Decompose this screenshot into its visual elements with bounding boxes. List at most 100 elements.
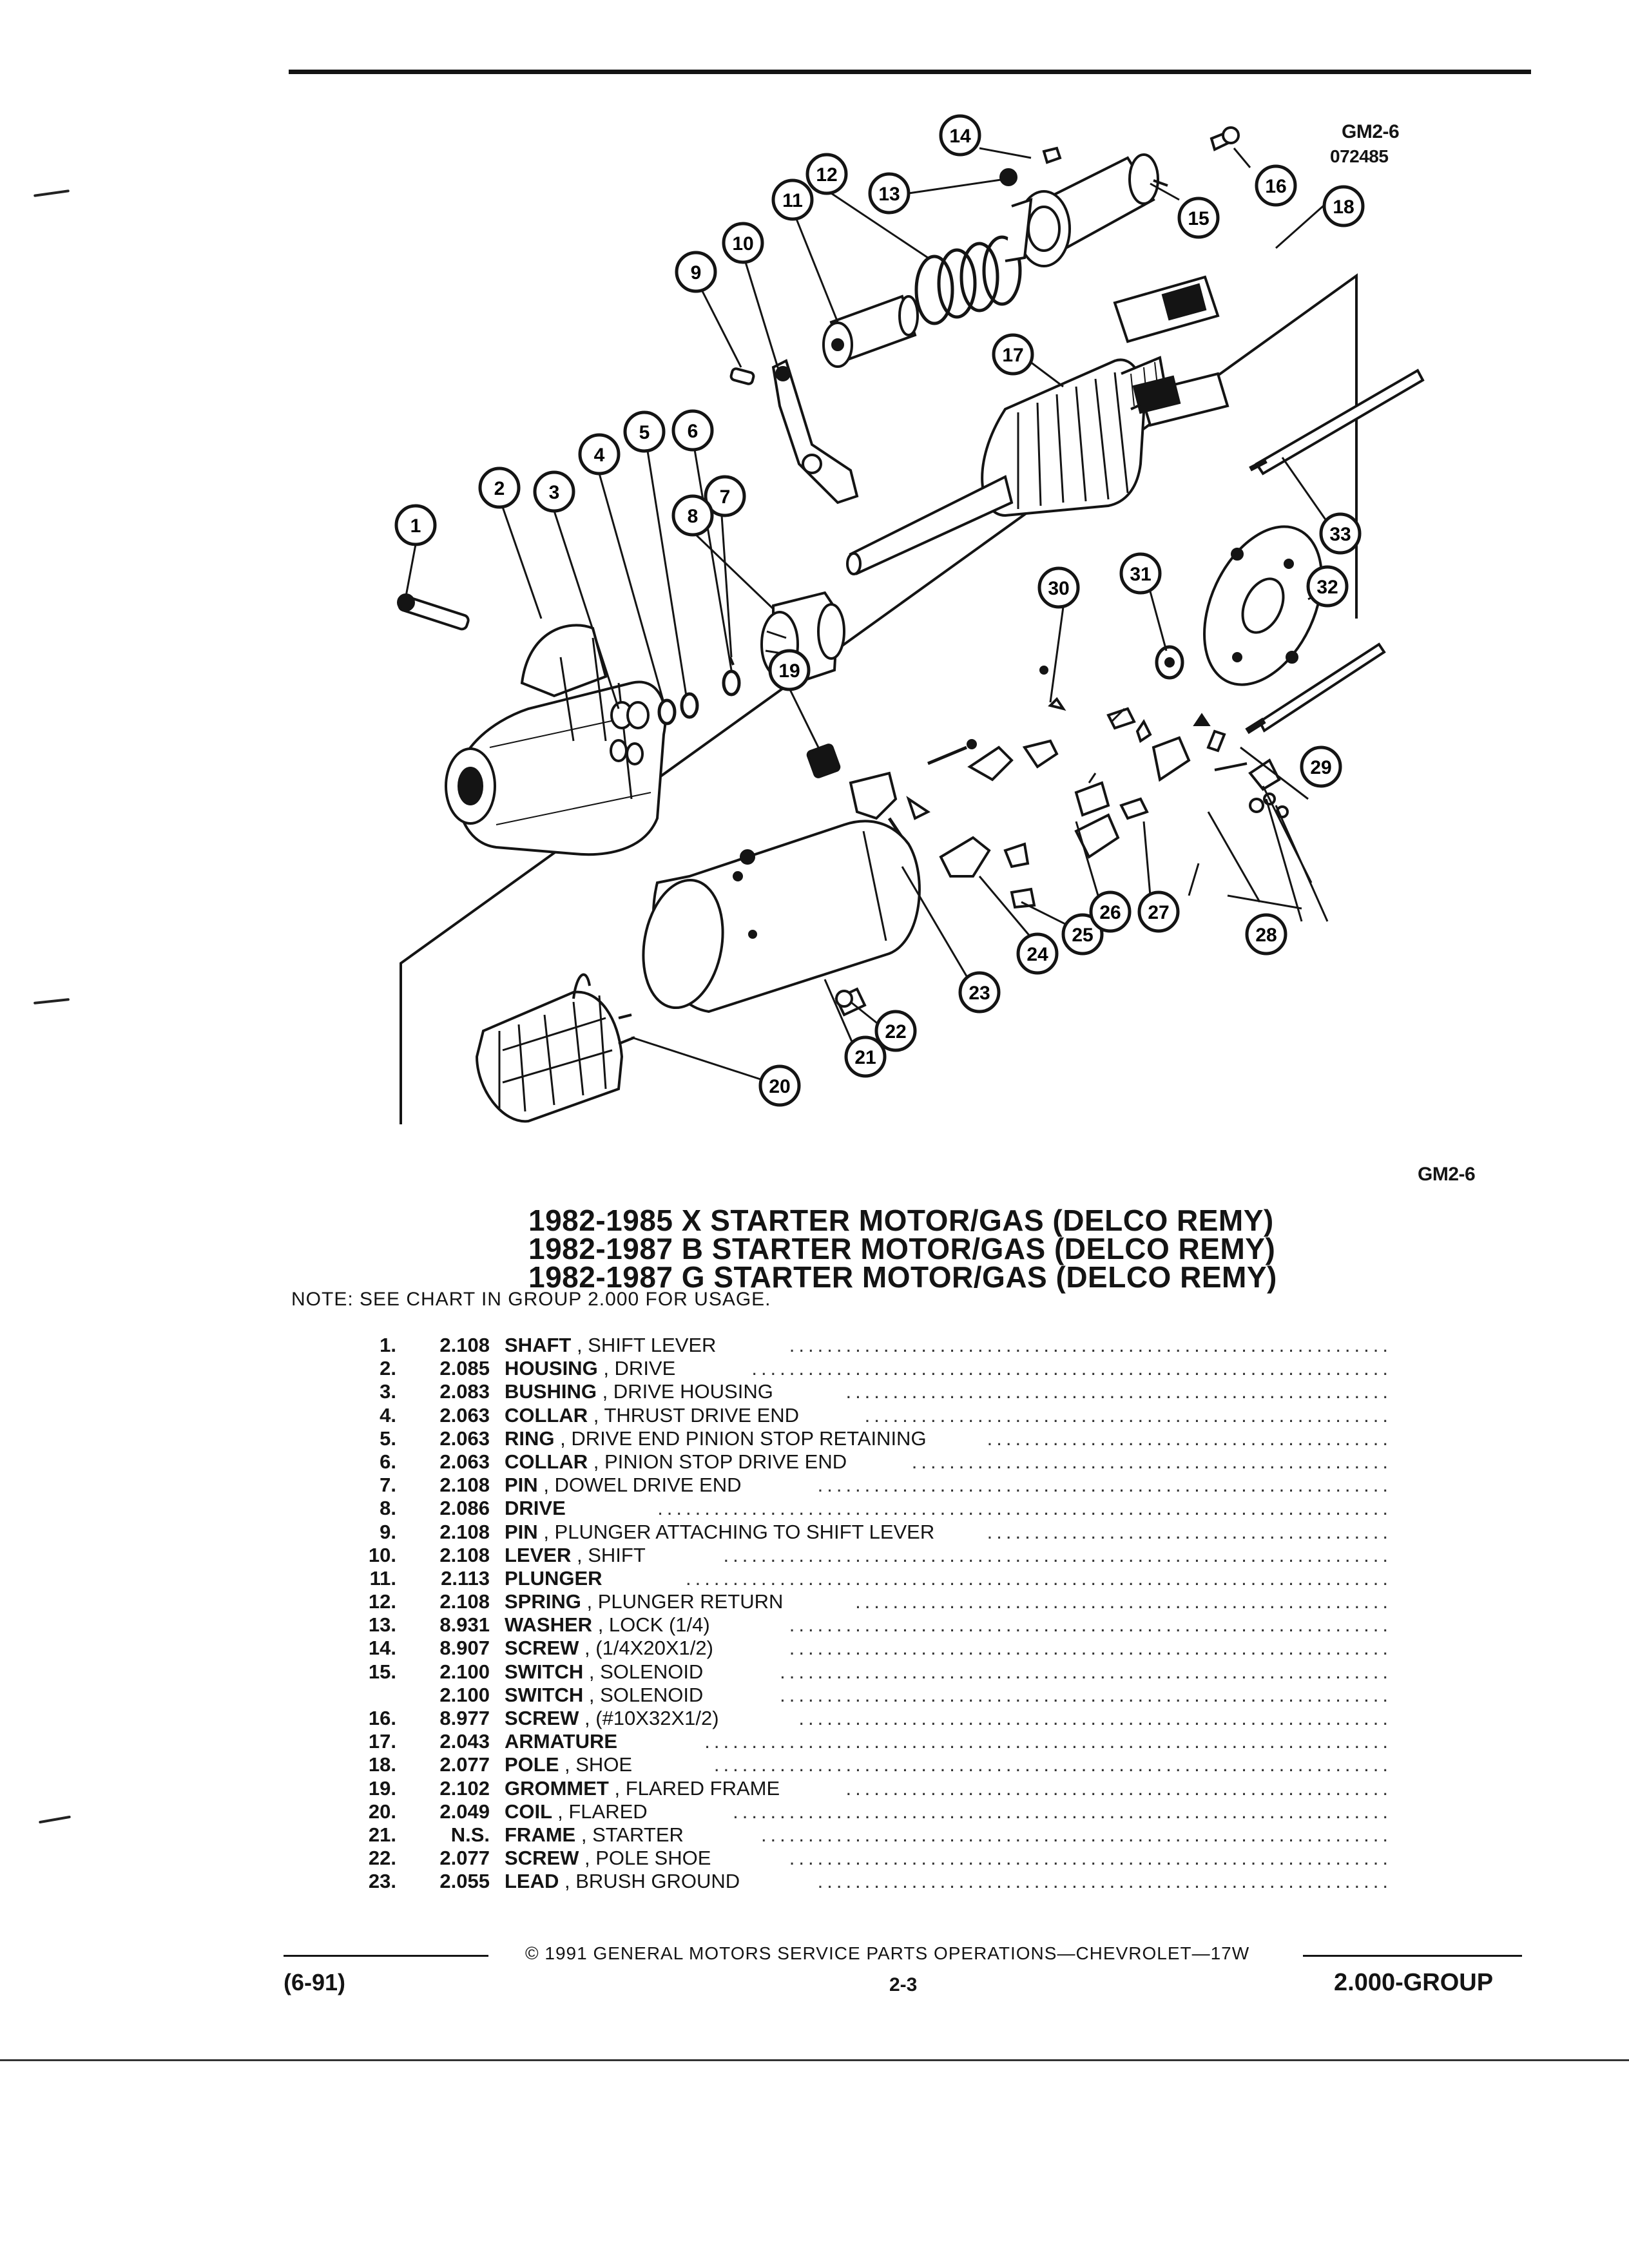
svg-text:25: 25 — [1072, 925, 1093, 946]
list-item: 2.100 SWITCH , SOLENOID..................… — [322, 1684, 1392, 1707]
part-name: SCREW , (1/4X20X1/2) — [505, 1637, 713, 1660]
svg-text:20: 20 — [769, 1076, 790, 1097]
part-number: 2. — [380, 1357, 396, 1380]
callout-31: 31 — [1119, 552, 1162, 595]
group-number: 2.083 — [439, 1380, 490, 1403]
armature-part — [846, 356, 1168, 575]
callout-3: 3 — [533, 470, 575, 513]
part-number: 22. — [368, 1847, 396, 1870]
part-name: POLE , SHOE — [505, 1753, 633, 1776]
part-name: SHAFT , SHIFT LEVER — [505, 1334, 717, 1356]
callout-8: 8 — [671, 494, 714, 537]
svg-text:33: 33 — [1329, 524, 1351, 545]
leader-dots: ........................................… — [789, 1334, 1392, 1356]
part-description: , BRUSH GROUND — [564, 1870, 740, 1893]
footer-rule-left — [284, 1955, 488, 1957]
group-number: 2.108 — [439, 1474, 490, 1497]
part-name: SWITCH , SOLENOID — [505, 1683, 704, 1706]
callout-30: 30 — [1037, 566, 1080, 609]
part-description: , DOWEL DRIVE END — [543, 1474, 742, 1497]
leader-dots: ........................................… — [733, 1800, 1392, 1823]
part-name: COIL , FLARED — [505, 1800, 648, 1823]
svg-text:7: 7 — [720, 486, 731, 508]
callout-5: 5 — [623, 410, 666, 453]
part-name: SWITCH , SOLENOID — [505, 1660, 704, 1683]
leader-dots: ........................................… — [723, 1543, 1392, 1566]
callout-27: 27 — [1137, 890, 1180, 933]
group-number: 2.100 — [439, 1660, 490, 1683]
svg-text:18: 18 — [1333, 197, 1354, 218]
part-description: , SOLENOID — [588, 1660, 704, 1683]
part-description: , PLUNGER ATTACHING TO SHIFT LEVER — [543, 1520, 935, 1543]
part-description: , STARTER — [581, 1823, 684, 1846]
group-number: 8.907 — [439, 1637, 490, 1660]
part-number: 20. — [368, 1800, 396, 1823]
part-number: 18. — [368, 1753, 396, 1776]
group-number: 2.108 — [439, 1334, 490, 1356]
part-description: , (1/4X20X1/2) — [584, 1637, 713, 1660]
part-number: 8. — [380, 1497, 396, 1520]
part-description: , POLE SHOE — [584, 1847, 711, 1870]
page-number: 2-3 — [889, 1974, 918, 1995]
group-number: 2.108 — [439, 1590, 490, 1613]
svg-text:2: 2 — [494, 478, 505, 499]
callout-15: 15 — [1177, 197, 1220, 239]
part-number: 11. — [369, 1566, 396, 1590]
callout-33: 33 — [1319, 512, 1362, 555]
group-number: 2.063 — [439, 1427, 490, 1450]
part-description: , SOLENOID — [588, 1683, 704, 1706]
callout-1: 1 — [394, 504, 437, 546]
margin-mark — [33, 189, 70, 197]
callout-32: 32 — [1306, 565, 1349, 608]
group-number: 2.100 — [439, 1683, 490, 1706]
part-number: 10. — [368, 1543, 396, 1566]
part-name: LEAD , BRUSH GROUND — [505, 1870, 740, 1893]
callout-4: 4 — [578, 433, 621, 476]
callout-23: 23 — [958, 971, 1001, 1014]
margin-mark — [39, 1815, 71, 1824]
leader-dots: ........................................… — [911, 1450, 1392, 1473]
part-name: GROMMET , FLARED FRAME — [505, 1776, 780, 1800]
svg-text:27: 27 — [1148, 902, 1169, 923]
svg-text:26: 26 — [1099, 902, 1121, 923]
svg-text:24: 24 — [1027, 944, 1048, 965]
part-number: 23. — [368, 1870, 396, 1893]
part-number: 21. — [368, 1823, 396, 1846]
starter-motor-exploded-diagram: 1 2 3 4 5 6 7 8 9 10 11 12 13 14 15 16 1… — [394, 114, 1425, 1124]
plunger-return-spring-part — [914, 235, 1022, 325]
leader-dots: ........................................… — [657, 1497, 1392, 1520]
part-description: , DRIVE HOUSING — [602, 1380, 773, 1403]
svg-text:30: 30 — [1048, 578, 1069, 599]
leader-dots: ........................................… — [817, 1870, 1392, 1893]
part-name: PIN , PLUNGER ATTACHING TO SHIFT LEVER — [505, 1520, 935, 1543]
callout-20: 20 — [758, 1064, 801, 1107]
svg-text:3: 3 — [549, 482, 560, 503]
svg-text:22: 22 — [885, 1021, 906, 1043]
part-number: 12. — [368, 1590, 396, 1613]
part-description: , SHIFT — [576, 1543, 646, 1566]
group-number: 2.108 — [439, 1520, 490, 1543]
group-number: 2.063 — [439, 1403, 490, 1427]
part-description: , PINION STOP DRIVE END — [593, 1450, 847, 1473]
part-description: , DRIVE END PINION STOP RETAINING — [560, 1427, 927, 1450]
title-block: 1982-1985 X STARTER MOTOR/GAS (DELCO REM… — [528, 1206, 1302, 1294]
list-item: 21.N.S.FRAME , STARTER..................… — [322, 1823, 1392, 1847]
leader-dots: ........................................… — [780, 1683, 1392, 1706]
callout-19: 19 — [768, 649, 811, 691]
callout-7: 7 — [704, 475, 746, 517]
part-name: FRAME , STARTER — [505, 1823, 684, 1846]
svg-text:13: 13 — [878, 184, 900, 205]
part-name: PLUNGER — [505, 1566, 602, 1590]
group-number: 2.102 — [439, 1776, 490, 1800]
title-line-g: 1982-1987 G STARTER MOTOR/GAS (DELCO REM… — [528, 1260, 1277, 1294]
